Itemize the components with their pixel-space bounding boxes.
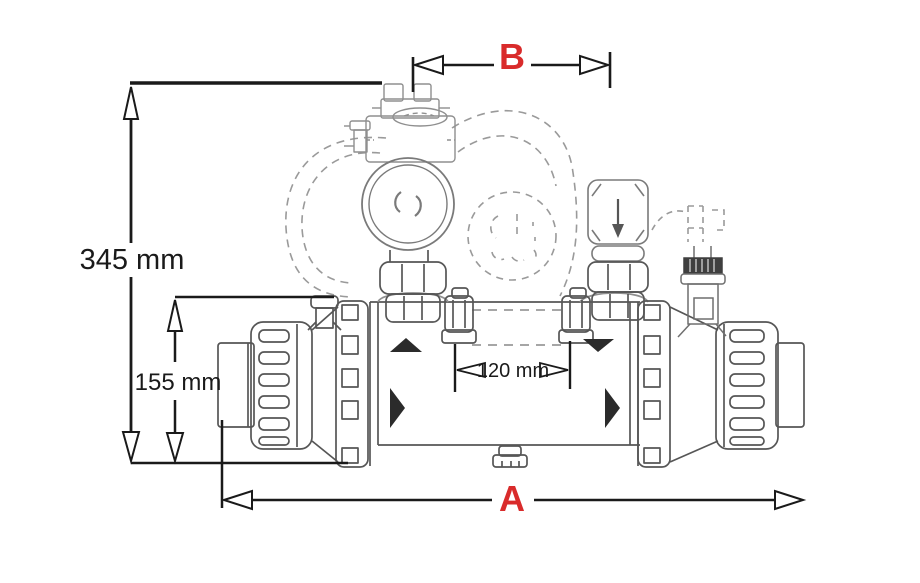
dashed-alternate-pump-position <box>467 191 557 281</box>
transition-cone-left <box>311 306 339 463</box>
pump-head <box>361 157 455 251</box>
pipe-stub-left <box>217 342 255 428</box>
pump-top-fittings <box>372 83 450 119</box>
dimension-a <box>220 420 807 511</box>
dashed-bracket-span <box>472 309 562 346</box>
mounting-bracket-right <box>558 287 594 344</box>
dim-b-arrow-right <box>579 54 612 76</box>
flow-direction-up-icon <box>390 338 422 352</box>
dim-155-label: 155 mm <box>135 369 222 396</box>
dimension-port-height <box>165 295 334 465</box>
dim-120-arrow-left <box>456 361 486 379</box>
end-flange-right <box>629 300 671 468</box>
dashed-pipe-arch-right <box>451 109 578 297</box>
dim-b-label: B <box>499 36 525 77</box>
dim-345-arrow-down <box>121 431 141 465</box>
dim-a-arrow-left <box>220 489 253 511</box>
dim-b-arrow-left <box>411 54 444 76</box>
dim-a-arrow-right <box>774 489 807 511</box>
dashed-fitting-right-of-valve <box>651 205 725 242</box>
mounting-bracket-left <box>441 287 477 344</box>
flow-direction-right-icon <box>390 388 405 428</box>
side-valve <box>677 246 727 338</box>
flow-direction-arrows <box>390 338 620 428</box>
dim-120-label: 120 mm <box>477 360 549 382</box>
check-valve <box>587 179 649 321</box>
dimension-b <box>411 52 612 92</box>
dim-155-arrow-up <box>166 299 184 332</box>
union-nut-right <box>715 321 779 450</box>
flow-direction-down-icon <box>583 339 614 352</box>
dim-120-arrow-right <box>539 361 569 379</box>
end-flange-left <box>335 300 379 468</box>
pump-union-nut <box>379 250 447 323</box>
dimension-overall-height <box>121 81 382 465</box>
dim-345-label: 345 mm <box>80 244 185 276</box>
check-valve-union-nut <box>587 261 649 321</box>
dim-a-label: A <box>499 478 525 519</box>
transition-cone-right <box>669 306 719 463</box>
pump-motor-body <box>365 107 456 163</box>
circulation-pump <box>344 83 456 323</box>
drain-plug <box>492 445 528 468</box>
dim-345-arrow-up <box>122 86 140 120</box>
heat-exchanger-body <box>217 287 805 468</box>
valve-flow-arrow-icon <box>612 199 624 238</box>
pipe-stub-right <box>775 342 805 428</box>
union-nut-left <box>250 321 313 450</box>
dimension-bracket-spacing <box>453 341 572 392</box>
pump-side-fitting <box>344 120 371 153</box>
dashed-pipe-loop-left <box>285 136 387 298</box>
dim-155-arrow-down <box>165 432 185 465</box>
flow-direction-right-icon <box>605 388 620 428</box>
